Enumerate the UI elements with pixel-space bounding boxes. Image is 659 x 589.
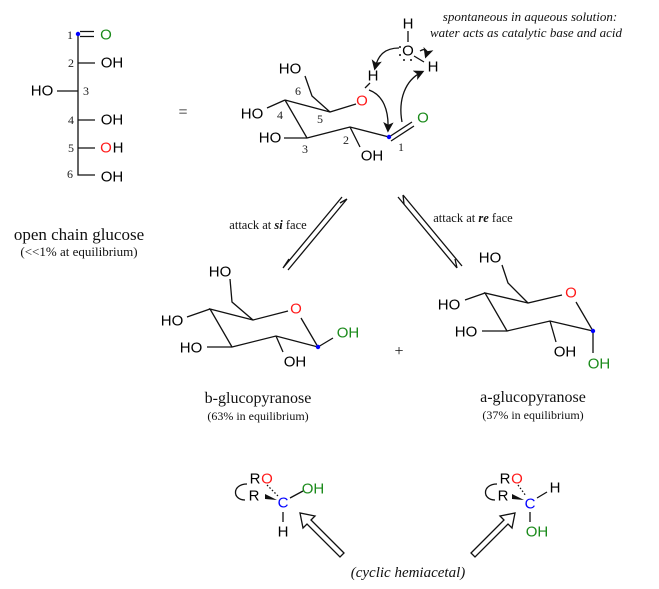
- carbon-number: 1: [398, 140, 404, 154]
- oh-label: OH: [101, 112, 124, 129]
- note-line: spontaneous in aqueous solution:: [443, 9, 617, 24]
- hydrogen: H: [550, 480, 561, 497]
- ring-oxygen: O: [356, 93, 368, 110]
- open-chain-title: open chain glucose: [14, 225, 144, 244]
- alpha-glucopyranose: HO HO HO OH O OH a-glucopyranose (37% in…: [438, 250, 611, 423]
- anomeric-oh: OH: [526, 524, 549, 541]
- equals-sign: =: [178, 104, 187, 121]
- carbon-number: 6: [295, 84, 301, 98]
- curved-arrow: [368, 89, 394, 133]
- oh5-oxygen: O: [100, 140, 112, 157]
- open-chain-subtitle: (<<1% at equilibrium): [20, 244, 137, 259]
- oh5-hydrogen: H: [113, 140, 124, 157]
- equilibrium-arrow-re: [397, 194, 463, 269]
- note-line: water acts as catalytic base and acid: [430, 25, 623, 40]
- carbon-number: 3: [302, 142, 308, 156]
- water-oxygen: O: [402, 43, 414, 60]
- oh-label: OH: [101, 55, 124, 72]
- carbon-number: 5: [68, 141, 74, 155]
- anomeric-carbon: C: [525, 496, 536, 513]
- ho3-label: HO: [180, 340, 203, 357]
- beta-name: b-glucopyranose: [205, 390, 312, 407]
- ho6-label: HO: [279, 61, 302, 78]
- water-hydrogen: H: [428, 59, 439, 76]
- carbon-number: 5: [317, 112, 323, 126]
- hemiacetal-beta: R O R C OH H: [234, 471, 325, 541]
- alpha-percentage: (37% in equilibrium): [482, 408, 583, 422]
- oh2-label: OH: [361, 148, 384, 165]
- alpha-name: a-glucopyranose: [480, 389, 586, 406]
- hemiacetal-alpha: R O R C H OH: [484, 471, 561, 541]
- hemiacetal-caption: (cyclic hemiacetal): [351, 565, 466, 581]
- ho4-label: HO: [241, 106, 264, 123]
- open-chain-glucose: O OH HO OH O H OH 1 2 3 4 5 6 open chain…: [14, 27, 144, 260]
- open-form-conformer: HO HO HO OH O H O 6 4 5 3 2 1 H O H: [241, 16, 439, 165]
- plus-sign: +: [394, 343, 403, 360]
- attack-re-label: attack at re face: [433, 211, 513, 225]
- ho6-label: HO: [479, 250, 502, 267]
- attack-si-label: attack at si face: [229, 218, 307, 232]
- ho4-label: HO: [161, 313, 184, 330]
- anomeric-oh: OH: [588, 356, 611, 373]
- oh2-label: OH: [554, 344, 577, 361]
- oh-label: OH: [101, 169, 124, 186]
- ring-oxygen: O: [290, 301, 302, 318]
- carbon-number: 2: [68, 56, 74, 70]
- carbonyl-oxygen: O: [417, 110, 429, 127]
- anomeric-carbon: C: [278, 495, 289, 512]
- carbonyl-oxygen: O: [100, 27, 112, 44]
- curved-arrow: [371, 47, 400, 71]
- hydroxyl-hydrogen: H: [368, 68, 379, 85]
- anomeric-oh: OH: [337, 325, 360, 342]
- oh2-label: OH: [284, 354, 307, 371]
- ring-oxygen: O: [261, 471, 273, 488]
- anomeric-oh: OH: [302, 481, 325, 498]
- carbon-number: 2: [343, 133, 349, 147]
- hollow-arrow-right: [470, 512, 516, 558]
- beta-percentage: (63% in equilibrium): [207, 409, 308, 423]
- equilibrium-arrow-si: [282, 196, 348, 271]
- r-group: R: [498, 488, 509, 505]
- hydrogen: H: [278, 524, 289, 541]
- water-hydrogen: H: [403, 16, 414, 33]
- r-group: R: [249, 488, 260, 505]
- r-group: R: [500, 471, 511, 488]
- carbon-number: 3: [83, 84, 89, 98]
- curved-arrow: [419, 46, 434, 59]
- carbon-number: 1: [67, 28, 73, 42]
- carbon-number: 4: [277, 108, 283, 122]
- curved-arrow: [400, 70, 425, 123]
- beta-glucopyranose: HO HO HO OH O OH b-glucopyranose (63% in…: [161, 264, 360, 424]
- carbon-number: 6: [67, 167, 73, 181]
- carbon-number: 4: [68, 113, 74, 127]
- ring-oxygen: O: [511, 471, 523, 488]
- ho3-label: HO: [259, 130, 282, 147]
- ho6-label: HO: [209, 264, 232, 281]
- hollow-arrow-left: [299, 512, 345, 558]
- ho-label: HO: [31, 83, 54, 100]
- ring-oxygen: O: [565, 285, 577, 302]
- r-group: R: [250, 471, 261, 488]
- ho3-label: HO: [455, 324, 478, 341]
- ho4-label: HO: [438, 297, 461, 314]
